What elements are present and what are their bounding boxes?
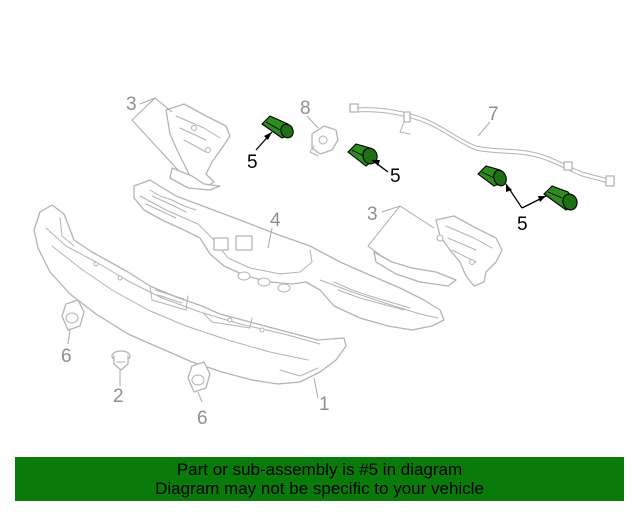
banner-line-1: Part or sub-assembly is #5 in diagram [176,460,463,479]
callout-6b: 6 [197,408,208,429]
park-assist-sensor-1[interactable] [261,115,295,140]
arrowhead-5c1 [506,184,512,192]
step-pad[interactable] [133,179,445,331]
leader-3b [367,205,435,259]
callout-2: 2 [113,386,124,407]
callout-3b: 3 [367,204,378,225]
park-assist-sensor-3[interactable] [477,165,508,188]
arrowhead-5b [372,160,380,166]
leader-3a [131,97,179,171]
arrowhead-5a [264,132,272,140]
bracket-right[interactable] [373,215,503,287]
banner-line-2: Diagram may not be specific to your vehi… [155,479,484,498]
callout-4: 4 [270,210,281,231]
leader-1 [313,377,319,399]
leader-6a [67,329,71,345]
sensor-retainer-right[interactable] [187,361,211,393]
callout-1: 1 [319,394,330,415]
leader-8 [306,115,319,129]
sensor-retainer-left[interactable] [61,299,85,331]
park-assist-sensor-4[interactable] [543,185,579,212]
parts-diagram: 1 2 3 3 4 6 6 7 8 5 5 5 [33,94,615,429]
wiring-harness[interactable] [349,103,615,187]
callout-5a: 5 [247,152,258,173]
rear-bumper-face-bar[interactable] [33,204,347,385]
info-banner: Part or sub-assembly is #5 in diagram Di… [15,457,624,501]
leader-6b [197,391,203,403]
callout-3a: 3 [126,94,137,115]
callout-8: 8 [300,98,311,119]
park-assist-sensor-2[interactable] [347,143,379,167]
bracket-left[interactable] [165,103,231,191]
callout-5c: 5 [517,214,528,235]
arrowhead-5c2 [538,196,546,202]
leader-7 [477,121,491,137]
callout-7: 7 [488,104,499,125]
leader-4 [267,227,273,249]
callout-labels: 1 2 3 3 4 6 6 7 8 5 5 5 [61,94,528,429]
callout-5b: 5 [390,166,401,187]
sensor-bracket[interactable] [309,125,339,157]
push-pin-clip[interactable] [111,350,131,371]
leader-lines [67,97,547,403]
callout-6a: 6 [61,346,72,367]
